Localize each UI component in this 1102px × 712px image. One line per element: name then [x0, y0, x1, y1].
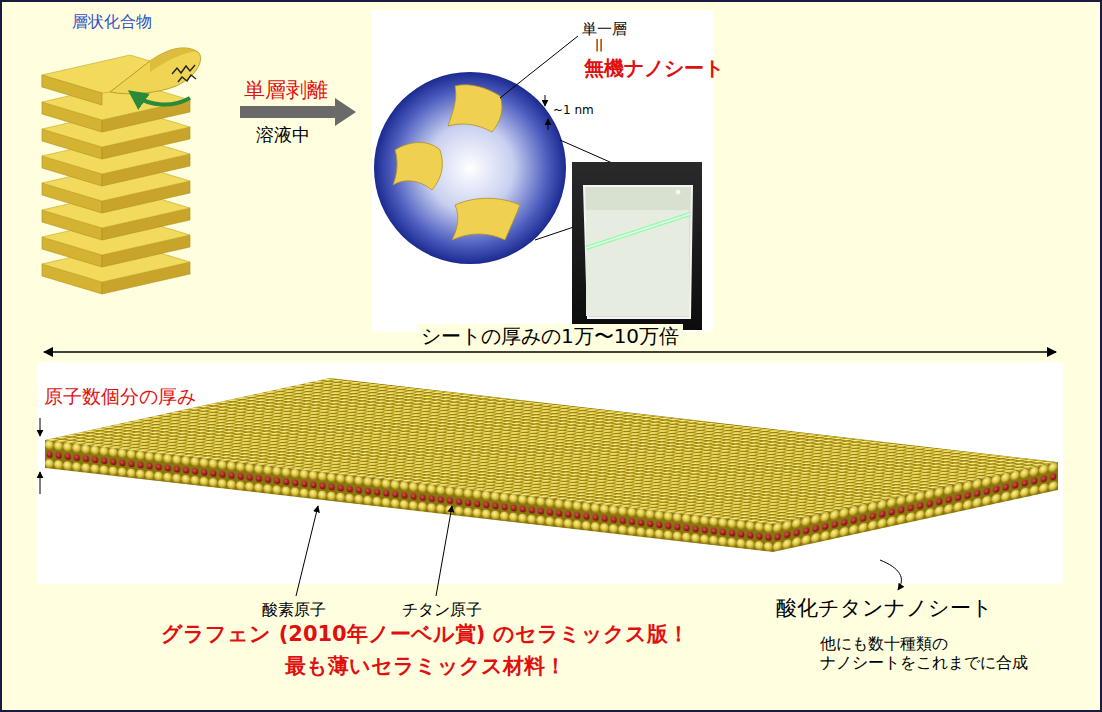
compound-label: 層状化合物 — [72, 12, 152, 31]
process-label: 単層剥離 — [244, 78, 328, 103]
material-label: 酸化チタンナノシート — [776, 596, 993, 621]
part-label: 酸素原子 — [262, 600, 326, 619]
dimension-label: シートの厚みの1万〜10万倍 — [417, 324, 683, 348]
equals-mark: || — [595, 38, 603, 52]
part-label: 単一層 — [582, 20, 627, 38]
dimension-label: ~1 nm — [553, 103, 594, 117]
headline: グラフェン (2010年ノーベル賞) のセラミックス版！ — [161, 622, 688, 647]
dimension-label: 原子数個分の厚み — [44, 385, 196, 408]
headline: 最も薄いセラミックス材料！ — [285, 654, 566, 679]
condition-label: 溶液中 — [256, 124, 310, 146]
note: 他にも数十種類の ナノシートをこれまでに合成 — [820, 634, 1060, 672]
highlight-label: 無機ナノシート — [584, 56, 724, 80]
part-label: チタン原子 — [402, 600, 482, 619]
